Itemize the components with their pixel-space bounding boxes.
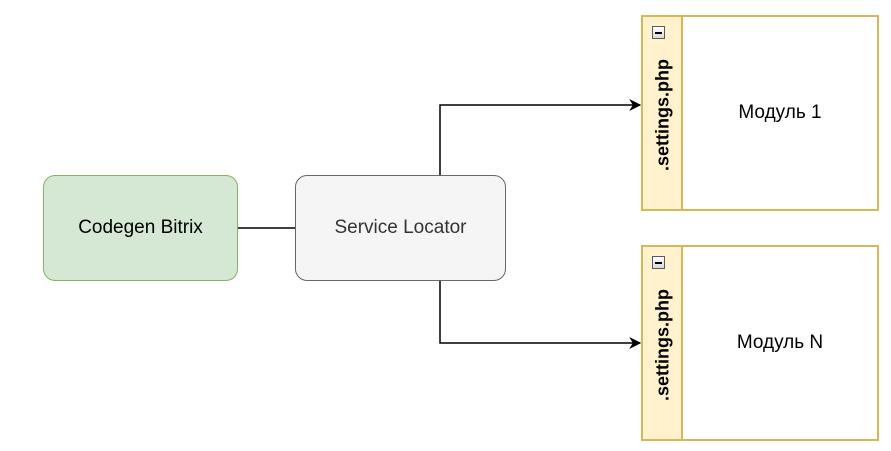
module-1-label: Модуль 1 — [738, 102, 822, 123]
module-n-container[interactable]: .settings.php Модуль N — [641, 245, 879, 441]
module-1-body[interactable]: Модуль 1 — [683, 17, 877, 209]
edge-locator-to-module-1[interactable] — [439, 99, 642, 175]
module-n-label: Модуль N — [736, 332, 824, 353]
collapse-icon[interactable] — [652, 26, 665, 39]
edge-locator-to-module-n[interactable] — [439, 281, 642, 349]
module-n-header-label: .settings.php — [652, 289, 673, 401]
module-n-header[interactable]: .settings.php — [643, 247, 683, 439]
service-locator-node[interactable]: Service Locator — [295, 175, 506, 281]
codegen-bitrix-node[interactable]: Codegen Bitrix — [43, 175, 238, 281]
module-1-container[interactable]: .settings.php Модуль 1 — [641, 15, 879, 211]
codegen-bitrix-label: Codegen Bitrix — [78, 217, 203, 238]
module-1-header[interactable]: .settings.php — [643, 17, 683, 209]
module-n-body[interactable]: Модуль N — [683, 247, 877, 439]
module-1-header-label: .settings.php — [652, 59, 673, 171]
collapse-icon[interactable] — [652, 256, 665, 269]
service-locator-label: Service Locator — [334, 217, 467, 238]
